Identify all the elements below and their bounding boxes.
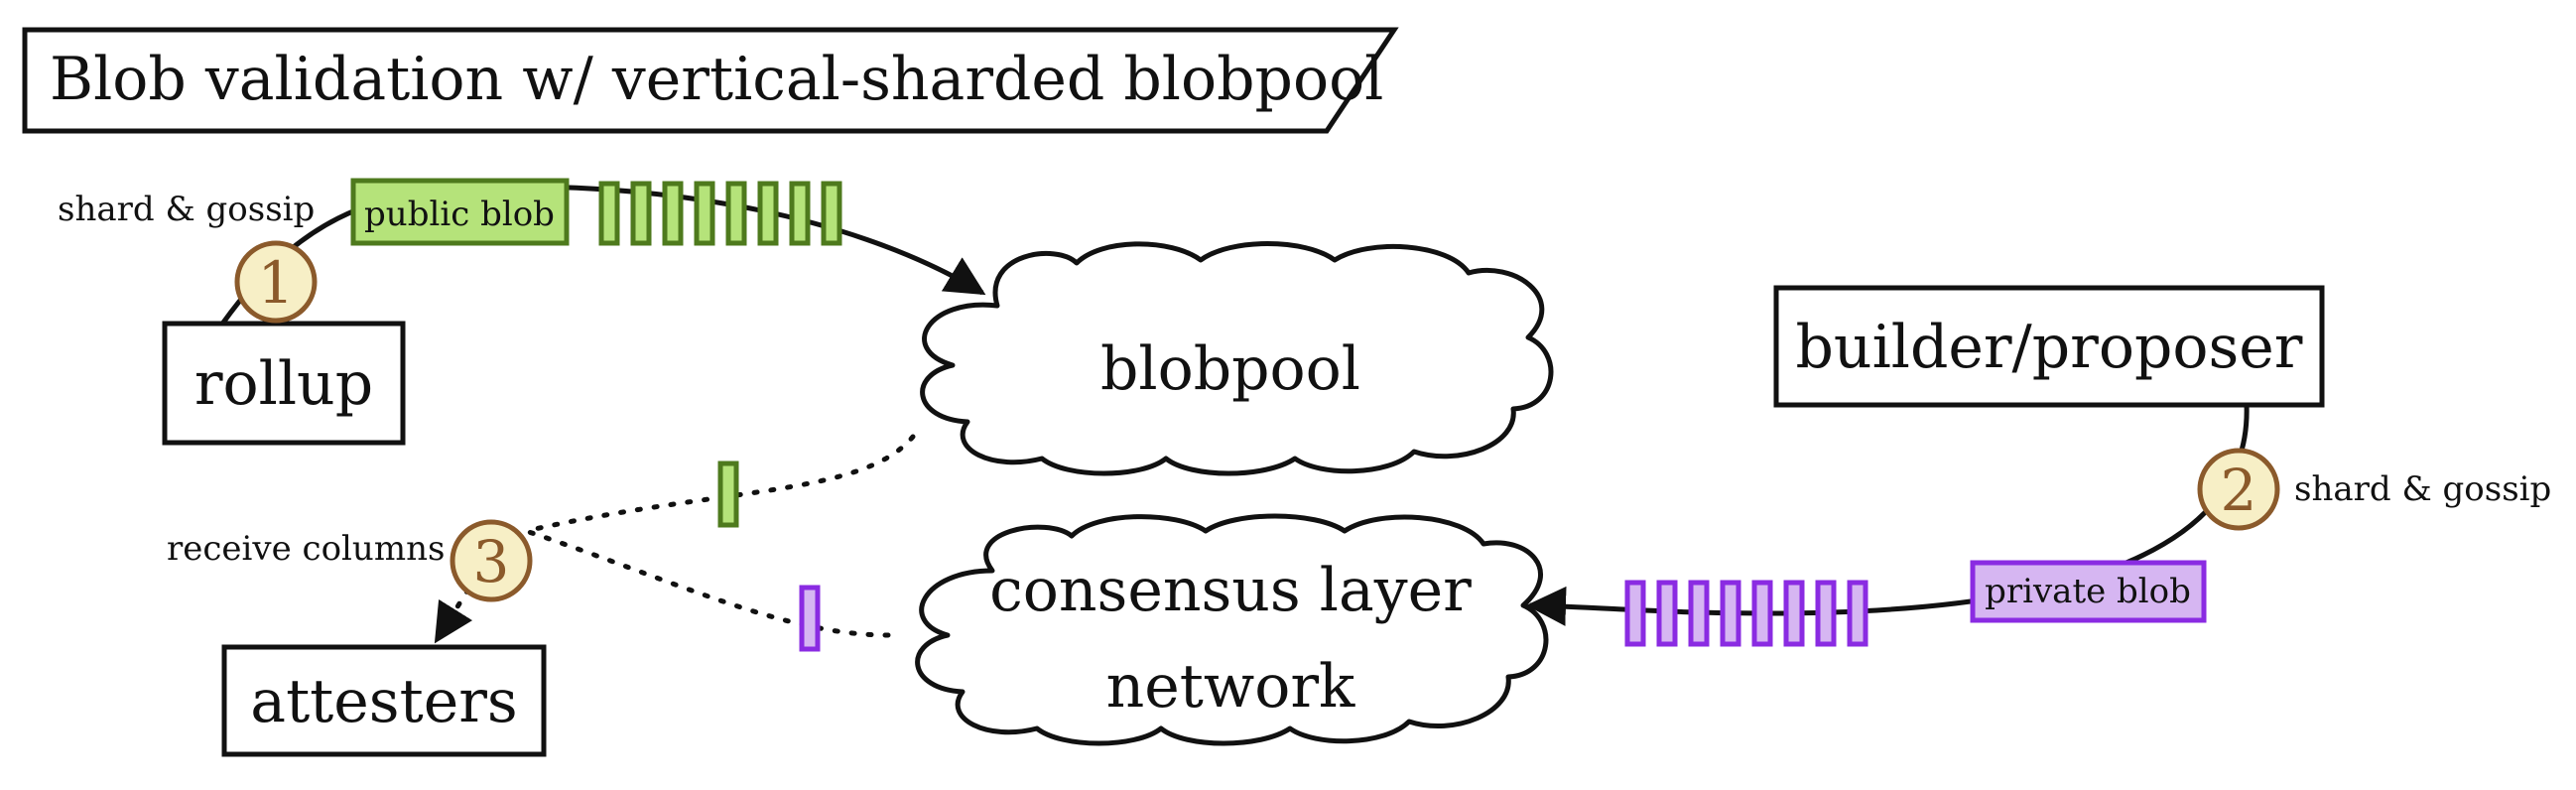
network-to-attesters-dots xyxy=(523,528,891,638)
builder-node: builder/proposer xyxy=(1773,285,2325,408)
step-2: 2 shard & gossip xyxy=(2197,448,2551,531)
network-cloud-shape xyxy=(915,513,1549,746)
attesters-node: attesters xyxy=(221,644,547,757)
page-title: Blob validation w/ vertical-sharded blob… xyxy=(50,45,1383,114)
private-column-sample xyxy=(799,585,821,652)
public-blob-group: public blob xyxy=(350,178,842,528)
private-blob-label: private blob xyxy=(1985,572,2191,611)
public-blob-box xyxy=(350,178,570,246)
attesters-label: attesters xyxy=(250,667,517,736)
private-columns xyxy=(1624,580,1868,647)
step-2-badge xyxy=(2197,448,2280,531)
public-column xyxy=(757,181,779,246)
rollup-label: rollup xyxy=(194,349,373,419)
public-columns xyxy=(598,181,842,246)
step-1-badge xyxy=(234,240,318,324)
builder-box xyxy=(1773,285,2325,408)
attesters-box xyxy=(221,644,547,757)
private-column xyxy=(1815,580,1837,647)
public-column xyxy=(789,181,811,246)
step-1: 1 shard & gossip xyxy=(58,190,318,324)
blobpool-label: blobpool xyxy=(1100,334,1360,404)
rollup-node: rollup xyxy=(162,321,406,446)
title-frame xyxy=(22,27,1399,134)
private-blob-box xyxy=(1970,560,2207,623)
public-blob-label: public blob xyxy=(364,195,555,234)
private-blob-group: private blob xyxy=(799,560,2207,652)
private-column xyxy=(1656,580,1678,647)
builder-label: builder/proposer xyxy=(1796,313,2303,382)
private-column xyxy=(1624,580,1646,647)
step-1-number: 1 xyxy=(258,249,295,317)
public-column xyxy=(725,181,747,246)
public-column xyxy=(662,181,684,246)
step-3-badge xyxy=(450,519,533,602)
step-2-number: 2 xyxy=(2221,457,2257,524)
step-2-label: shard & gossip xyxy=(2294,469,2551,509)
public-column xyxy=(694,181,715,246)
network-label-line1: consensus layer xyxy=(989,556,1472,625)
rollup-box xyxy=(162,321,406,446)
title-banner: Blob validation w/ vertical-sharded blob… xyxy=(22,27,1399,134)
network-label-line2: network xyxy=(1106,652,1355,722)
blobpool-cloud: blobpool xyxy=(920,241,1554,476)
public-column xyxy=(821,181,842,246)
step-3-number: 3 xyxy=(473,528,510,595)
blobpool-cloud-shape xyxy=(920,241,1554,476)
private-column xyxy=(1783,580,1805,647)
blobpool-to-attesters-dots xyxy=(523,434,916,534)
private-column xyxy=(1751,580,1773,647)
step-1-label: shard & gossip xyxy=(58,190,315,229)
public-column-sample xyxy=(717,461,739,528)
step-3-label: receive columns xyxy=(167,529,445,569)
public-column xyxy=(630,181,652,246)
public-column xyxy=(598,181,620,246)
step-3: 3 receive columns xyxy=(167,519,533,602)
network-cloud: consensus layer network xyxy=(915,513,1549,746)
private-column xyxy=(1688,580,1710,647)
private-column xyxy=(1720,580,1741,647)
private-column xyxy=(1847,580,1868,647)
